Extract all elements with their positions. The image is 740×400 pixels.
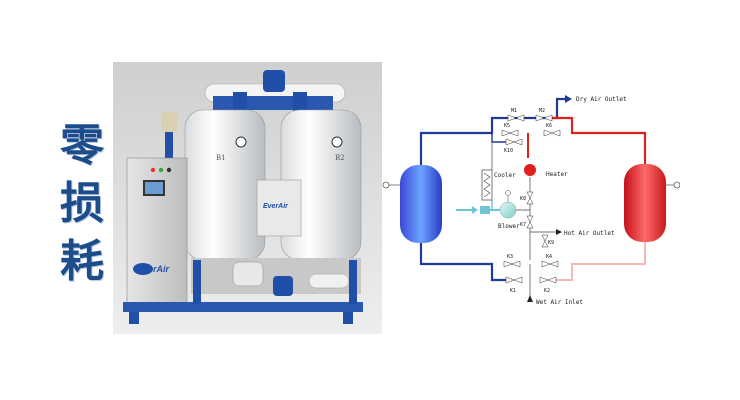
cooler-label: Cooler bbox=[494, 172, 516, 179]
valve-k1: K1 bbox=[505, 276, 523, 294]
valve-k9: K9 bbox=[541, 234, 554, 248]
valve-m1: M1 bbox=[507, 108, 525, 122]
cooler-symbol bbox=[481, 169, 493, 201]
svg-text:K9: K9 bbox=[548, 240, 554, 246]
valve-k10: K10 bbox=[504, 138, 523, 154]
svg-text:K7: K7 bbox=[520, 222, 526, 228]
heater-symbol bbox=[524, 164, 536, 176]
valve-k4: K4 bbox=[541, 254, 559, 268]
process-flow-diagram: Cooler Blower Heater Dry Air Outlet Hot … bbox=[382, 95, 680, 306]
title-char-3: 耗 bbox=[60, 236, 104, 287]
svg-text:K6: K6 bbox=[546, 123, 552, 129]
dryer-product-photo: B1 B2 EverAir EverAir bbox=[113, 62, 382, 334]
valve-k5: K5 bbox=[501, 123, 519, 137]
svg-text:K10: K10 bbox=[504, 148, 513, 154]
heater-label: Heater bbox=[546, 171, 568, 178]
title-char-1: 零 bbox=[60, 120, 104, 171]
svg-text:K8: K8 bbox=[520, 196, 526, 202]
tower-right-label: B2 bbox=[335, 154, 345, 162]
svg-text:K3: K3 bbox=[507, 254, 513, 260]
svg-text:K1: K1 bbox=[510, 288, 516, 294]
dry-air-outlet-label: Dry Air Outlet bbox=[576, 96, 627, 103]
valve-k6: K6 bbox=[543, 123, 561, 137]
tower-left-label: B1 bbox=[216, 154, 226, 162]
intake-filter bbox=[480, 206, 490, 214]
valve-k8: K8 bbox=[520, 191, 534, 205]
svg-text:M2: M2 bbox=[539, 108, 545, 114]
valve-k7: K7 bbox=[520, 215, 534, 229]
regenerating-tower bbox=[624, 164, 666, 242]
panel-logo: EverAir bbox=[263, 203, 289, 210]
svg-text:K4: K4 bbox=[546, 254, 552, 260]
svg-text:K2: K2 bbox=[544, 288, 550, 294]
valve-k3: K3 bbox=[503, 254, 521, 268]
valve-m2: M2 bbox=[535, 108, 553, 122]
blower-symbol bbox=[499, 201, 517, 219]
valve-k2: K2 bbox=[539, 276, 557, 294]
wet-air-inlet-label: Wet Air Inlet bbox=[536, 299, 583, 306]
blower-label: Blower bbox=[498, 223, 520, 230]
title-char-2: 损 bbox=[60, 178, 104, 229]
svg-text:K5: K5 bbox=[504, 123, 510, 129]
drying-tower bbox=[400, 165, 442, 243]
vertical-title: 零 损 耗 bbox=[52, 120, 112, 288]
svg-text:M1: M1 bbox=[511, 108, 517, 114]
hot-air-outlet-label: Hot Air Outlet bbox=[564, 230, 615, 237]
cabinet-logo: EverAir bbox=[137, 264, 170, 274]
